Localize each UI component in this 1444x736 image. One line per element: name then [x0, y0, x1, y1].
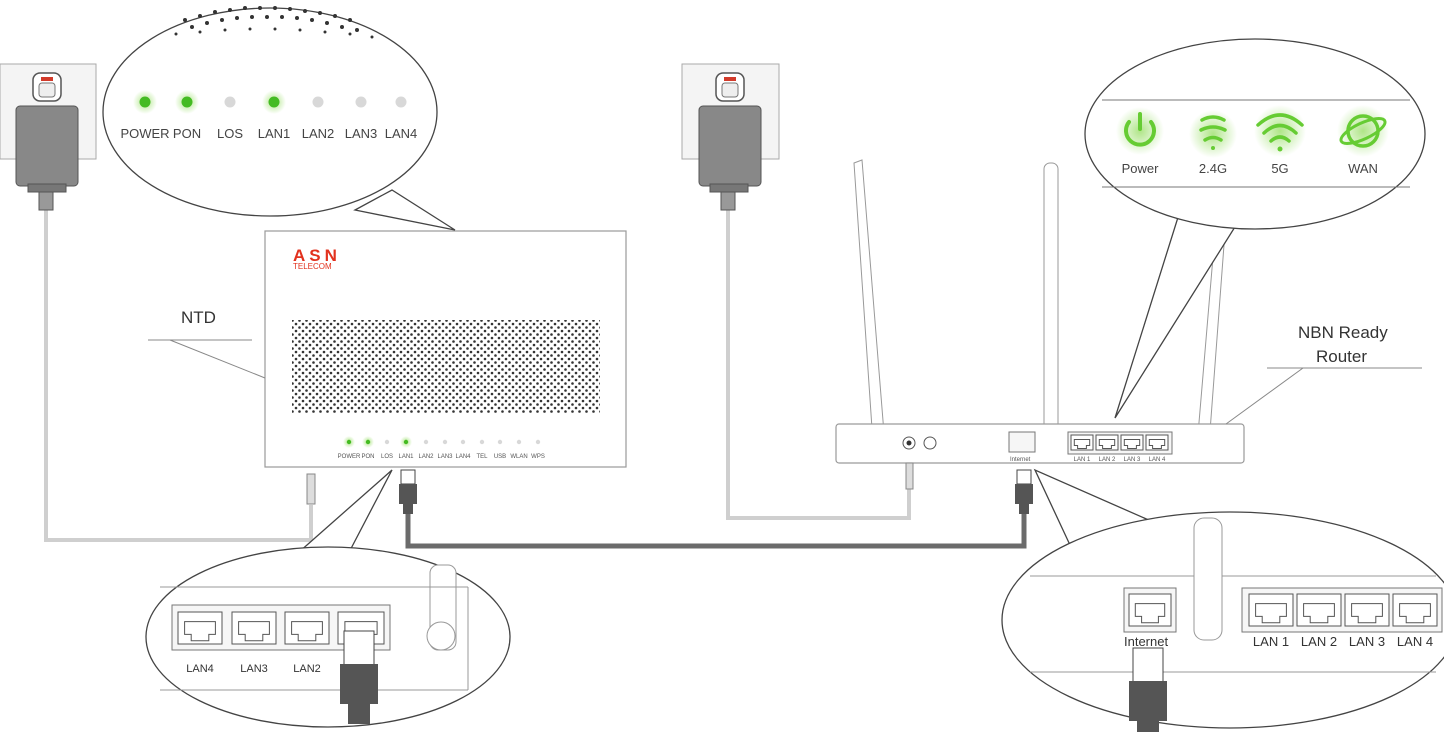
- router-lan-port: [1296, 593, 1342, 627]
- router-indicator-label: 2.4G: [1199, 161, 1227, 176]
- router-lan-port-label: LAN 3: [1349, 634, 1385, 649]
- ntd-panel-led-label: WLAN: [510, 454, 527, 460]
- ntd-vent-grille: [292, 320, 600, 413]
- ntd-bubble-led: [312, 96, 324, 108]
- ntd-rear-bubble: LAN4 LAN3 LAN2: [145, 469, 511, 728]
- router-lan-port-small-label: LAN 4: [1149, 457, 1166, 463]
- ntd-panel-led-label: TEL: [476, 454, 488, 460]
- router-callout-label-line2: Router: [1316, 347, 1367, 366]
- router-lan-port: [1392, 593, 1438, 627]
- ntd-rear-port-label: LAN4: [186, 663, 214, 675]
- ntd-rear-port-label: LAN3: [240, 663, 268, 675]
- router-ethernet-plug: [1015, 469, 1033, 514]
- router-internet-port-label: Internet: [1124, 634, 1168, 649]
- ntd-power-adapter: [15, 105, 79, 211]
- router-lan-port-small-label: LAN 2: [1099, 457, 1116, 463]
- router-lan-port-small: [1070, 434, 1094, 451]
- router-power-cable: [726, 200, 911, 520]
- ntd-bubble-led-label: LAN3: [345, 126, 378, 141]
- ntd-panel-led: [535, 439, 541, 445]
- ntd-panel-led: [479, 439, 485, 445]
- ntd-panel-led-label: WPS: [531, 454, 545, 460]
- router-rear-ethernet-plug: [1129, 647, 1167, 732]
- ntd-panel-led-label: USB: [494, 454, 506, 460]
- router-internet-port-small-label: Internet: [1010, 457, 1031, 463]
- ntd-panel-led-label: LAN2: [418, 454, 434, 460]
- ntd-bubble-led-label: LAN4: [385, 126, 418, 141]
- router-indicator-label: Power: [1122, 161, 1160, 176]
- ntd-brand-sub: TELECOM: [293, 262, 332, 271]
- ntd-panel-led-label: LAN4: [455, 454, 471, 460]
- ntd-panel-led: [423, 439, 429, 445]
- ntd-bubble-led: [139, 96, 151, 108]
- router-rear-bubble: Internet LAN 1 LAN 2 LAN 3 LAN 4: [1001, 468, 1444, 732]
- ntd-bubble-led: [395, 96, 407, 108]
- router-lan-port-label: LAN 2: [1301, 634, 1337, 649]
- ntd-panel-led: [442, 439, 448, 445]
- ntd-bubble-led-label: LAN2: [302, 126, 335, 141]
- router-indicator-labels: Power 2.4G 5G WAN: [1122, 161, 1378, 176]
- ntd-bubble-led-label: LAN1: [258, 126, 291, 141]
- ntd-bubble-led: [355, 96, 367, 108]
- ntd-bubble-led: [268, 96, 280, 108]
- ntd-panel-led-label: LOS: [381, 454, 393, 460]
- router-lan-port-small: [1145, 434, 1169, 451]
- router-lan-ports-zoom: LAN 1 LAN 2 LAN 3 LAN 4: [1128, 593, 1438, 649]
- ntd-panel-led-label: LAN3: [437, 454, 453, 460]
- ntd-ethernet-plug: [399, 469, 417, 514]
- ntd-panel-led-label: PON: [361, 454, 374, 460]
- ntd-panel-led: [384, 439, 390, 445]
- ntd-rear-port: [231, 611, 277, 645]
- ntd-led-bubble: POWER PON LOS LAN1 LAN2 LAN3 LAN4: [102, 6, 456, 231]
- router-indicator-bubble: Power 2.4G 5G WAN: [1084, 38, 1426, 419]
- router-internet-port: [1128, 593, 1172, 627]
- wifi-2-4g-icon: [1189, 110, 1237, 158]
- ntd-panel-led: [516, 439, 522, 445]
- router-lan-port-small-label: LAN 1: [1074, 457, 1091, 463]
- router-lan-port-small: [1095, 434, 1119, 451]
- ntd-bubble-led-label: PON: [173, 126, 201, 141]
- router-lan-port: [1344, 593, 1390, 627]
- ntd-panel-led: [460, 439, 466, 445]
- wifi-5g-icon: [1254, 105, 1306, 157]
- ntd-panel-led: [497, 439, 503, 445]
- router-lan-port-label: LAN 1: [1253, 634, 1289, 649]
- router-indicator-label: 5G: [1271, 161, 1288, 176]
- ethernet-cable: [405, 512, 1027, 549]
- router-lan-port-label: LAN 4: [1397, 634, 1433, 649]
- router-lan-port-small-label: LAN 3: [1124, 457, 1141, 463]
- ntd-bubble-leds: POWER PON LOS LAN1 LAN2 LAN3 LAN4: [120, 90, 417, 141]
- ntd-brand: ASN: [293, 246, 341, 265]
- power-icon: [1116, 107, 1164, 155]
- router-device: Internet LAN 1 LAN 2 LAN 3 LAN 4: [835, 159, 1245, 514]
- ntd-bubble-led: [224, 96, 236, 108]
- ntd-power-cable: [44, 200, 313, 542]
- router-indicator-label: WAN: [1348, 161, 1378, 176]
- ntd-panel-led-label: LAN1: [398, 454, 414, 460]
- wan-globe-icon: [1337, 105, 1389, 157]
- ntd-panel-led-label: POWER: [338, 454, 361, 460]
- router-callout-label-line1: NBN Ready: [1298, 323, 1388, 342]
- ntd-callout-label: NTD: [181, 308, 216, 327]
- router-lan-port-small: [1120, 434, 1144, 451]
- ntd-panel-led: [365, 439, 371, 445]
- ntd-panel-led: [346, 439, 352, 445]
- ntd-rear-ethernet-plug: [340, 630, 378, 724]
- router-lan-ports-small: LAN 1 LAN 2 LAN 3 LAN 4: [1067, 431, 1173, 463]
- ntd-rear-port: [284, 611, 330, 645]
- ntd-bubble-led: [181, 96, 193, 108]
- ntd-panel-led: [403, 439, 409, 445]
- ntd-bubble-led-label: POWER: [120, 126, 169, 141]
- ntd-rear-port: [177, 611, 223, 645]
- ntd-rear-port-label: LAN2: [293, 663, 321, 675]
- router-power-adapter: [698, 105, 762, 211]
- ntd-bubble-led-label: LOS: [217, 126, 243, 141]
- router-lan-port: [1248, 593, 1294, 627]
